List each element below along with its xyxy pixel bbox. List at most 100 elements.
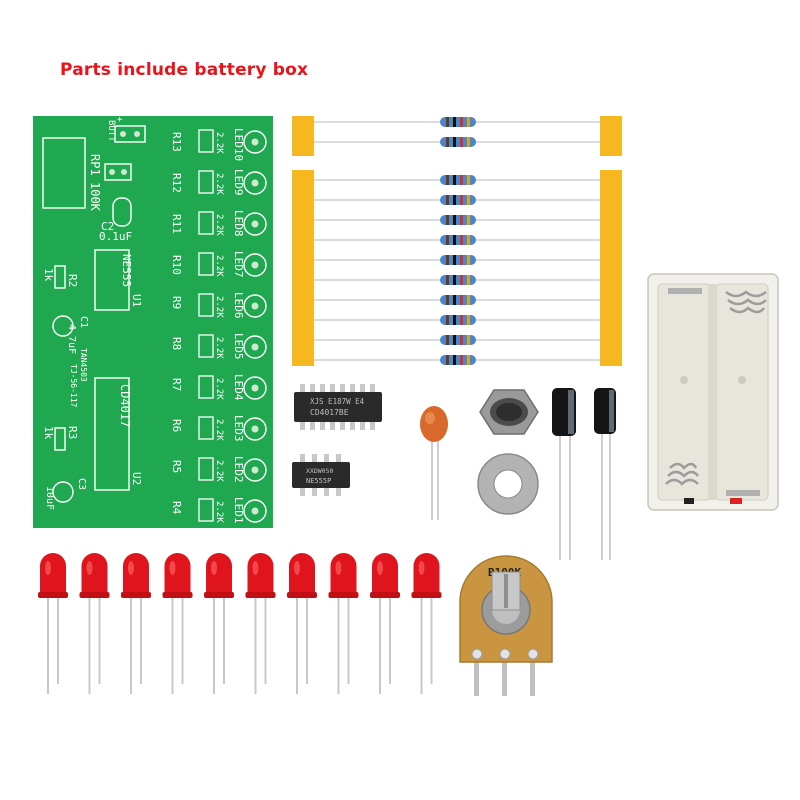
led bbox=[370, 553, 400, 694]
pcb-resistor-footprint bbox=[198, 252, 214, 276]
resistor bbox=[314, 235, 600, 245]
pcb-resistor-ref: R10 bbox=[170, 255, 183, 275]
electrolytic-capacitors bbox=[552, 388, 616, 560]
chips: XJS E187W E4 CD4017BE XXDW050 NE555P bbox=[292, 384, 382, 496]
ne555-marking-2: NE555P bbox=[306, 477, 331, 485]
rp1-label: RP1 bbox=[88, 154, 102, 176]
nut-and-washer bbox=[477, 389, 539, 515]
tape-left-top bbox=[292, 116, 314, 156]
electrolytic-capacitor bbox=[552, 388, 576, 560]
pcb-resistor-value: 2.2K bbox=[214, 378, 224, 400]
pcb-led-ref: LED1 bbox=[232, 497, 245, 524]
pcb-led-footprint bbox=[243, 294, 267, 318]
c3-value: 10uF bbox=[44, 486, 55, 510]
pcb-resistor-footprint bbox=[198, 293, 214, 317]
pcb-resistor-footprint bbox=[198, 129, 214, 153]
headline: Parts include battery box bbox=[60, 60, 309, 80]
led bbox=[411, 553, 442, 694]
pcb-resistor-footprint bbox=[198, 170, 214, 194]
u1-label: U1 bbox=[130, 294, 143, 307]
pcb-led-footprint bbox=[243, 376, 267, 400]
r3-footprint bbox=[54, 427, 66, 451]
r2-footprint bbox=[54, 265, 66, 289]
pcb-resistor-ref: R12 bbox=[170, 173, 183, 193]
pcb-led-footprint bbox=[243, 130, 267, 154]
c2-footprint bbox=[112, 197, 132, 227]
r2-value: 1k bbox=[42, 268, 55, 282]
pcb-pad bbox=[251, 466, 259, 474]
butt-pad bbox=[120, 131, 126, 137]
ne555-footprint bbox=[94, 249, 130, 311]
red-wire bbox=[730, 498, 742, 504]
pcb-resistor-ref: R8 bbox=[170, 337, 183, 350]
hex-nut bbox=[479, 389, 539, 435]
resistor bbox=[314, 137, 600, 147]
pcb-pad bbox=[251, 343, 259, 351]
pcb-resistor-ref: R11 bbox=[170, 214, 183, 234]
c1-value: 4.7uF bbox=[66, 324, 77, 354]
resistor bbox=[314, 315, 600, 325]
rp1-pads bbox=[104, 163, 132, 181]
pcb-resistor-value: 2.2K bbox=[214, 255, 224, 277]
washer bbox=[477, 453, 539, 515]
pcb-led-footprint bbox=[243, 171, 267, 195]
pcb-led-ref: LED5 bbox=[232, 333, 245, 360]
pcb-resistor-ref: R4 bbox=[170, 501, 183, 515]
pad bbox=[121, 169, 127, 175]
pcb-resistor-footprint bbox=[198, 375, 214, 399]
resistor bbox=[314, 175, 600, 185]
pcb-pad bbox=[251, 261, 259, 269]
led bbox=[38, 553, 68, 694]
pcb-resistor-footprint bbox=[198, 498, 214, 522]
resistor bbox=[314, 295, 600, 305]
pcb-pad bbox=[251, 507, 259, 515]
pcb-led-footprint bbox=[243, 335, 267, 359]
spring-contact bbox=[665, 290, 767, 486]
c1-label: C1 bbox=[78, 316, 89, 328]
resistor bbox=[314, 255, 600, 265]
pcb-surface bbox=[33, 116, 273, 528]
resistor bbox=[314, 117, 600, 127]
pcb-led-footprint bbox=[243, 499, 267, 523]
pcb-resistor-value: 2.2K bbox=[214, 460, 224, 482]
cd4017-marking-2: CD4017BE bbox=[310, 408, 349, 417]
cd4017-footprint bbox=[94, 377, 130, 491]
pcb-resistor-footprint bbox=[198, 211, 214, 235]
flat-contact bbox=[668, 288, 702, 294]
resistor bbox=[314, 335, 600, 345]
ceramic-capacitor bbox=[420, 406, 448, 520]
led-row bbox=[38, 553, 442, 694]
credit-2: TJ-56-117 bbox=[69, 364, 78, 408]
resistor-strips bbox=[292, 116, 622, 366]
r3-label: R3 bbox=[66, 426, 79, 439]
pcb-resistor-ref: R6 bbox=[170, 419, 183, 432]
r2-label: R2 bbox=[66, 274, 79, 287]
led bbox=[328, 553, 359, 694]
c2-label: C2 bbox=[101, 220, 114, 233]
ne555-marking-1: XXDW050 bbox=[306, 467, 333, 475]
pcb-led-ref: LED6 bbox=[232, 292, 245, 319]
led bbox=[79, 553, 110, 694]
resistor bbox=[314, 355, 600, 365]
cd4017-label: CD4017 bbox=[118, 384, 132, 427]
pcb-led-footprint bbox=[243, 417, 267, 441]
c1-footprint bbox=[52, 315, 74, 337]
pcb-resistor-footprint bbox=[198, 334, 214, 358]
pcb-pad bbox=[251, 138, 259, 146]
pcb-resistor-value: 2.2K bbox=[214, 296, 224, 318]
pcb-resistor-value: 2.2K bbox=[214, 337, 224, 359]
pcb-resistor-value: 2.2K bbox=[214, 132, 224, 154]
pcb-resistor-value: 2.2K bbox=[214, 173, 224, 195]
pcb-led-footprint bbox=[243, 458, 267, 482]
pad bbox=[109, 169, 115, 175]
cd4017-marking-1: XJS E187W E4 bbox=[310, 397, 365, 406]
credit-1: TAN4503 bbox=[79, 348, 88, 382]
pcb-resistor-footprint bbox=[198, 416, 214, 440]
led bbox=[204, 553, 234, 694]
u2-label: U2 bbox=[130, 472, 143, 485]
led bbox=[162, 553, 193, 694]
pcb-led-ref: LED10 bbox=[232, 128, 245, 161]
pcb-resistor-footprint bbox=[198, 457, 214, 481]
led bbox=[121, 553, 151, 694]
